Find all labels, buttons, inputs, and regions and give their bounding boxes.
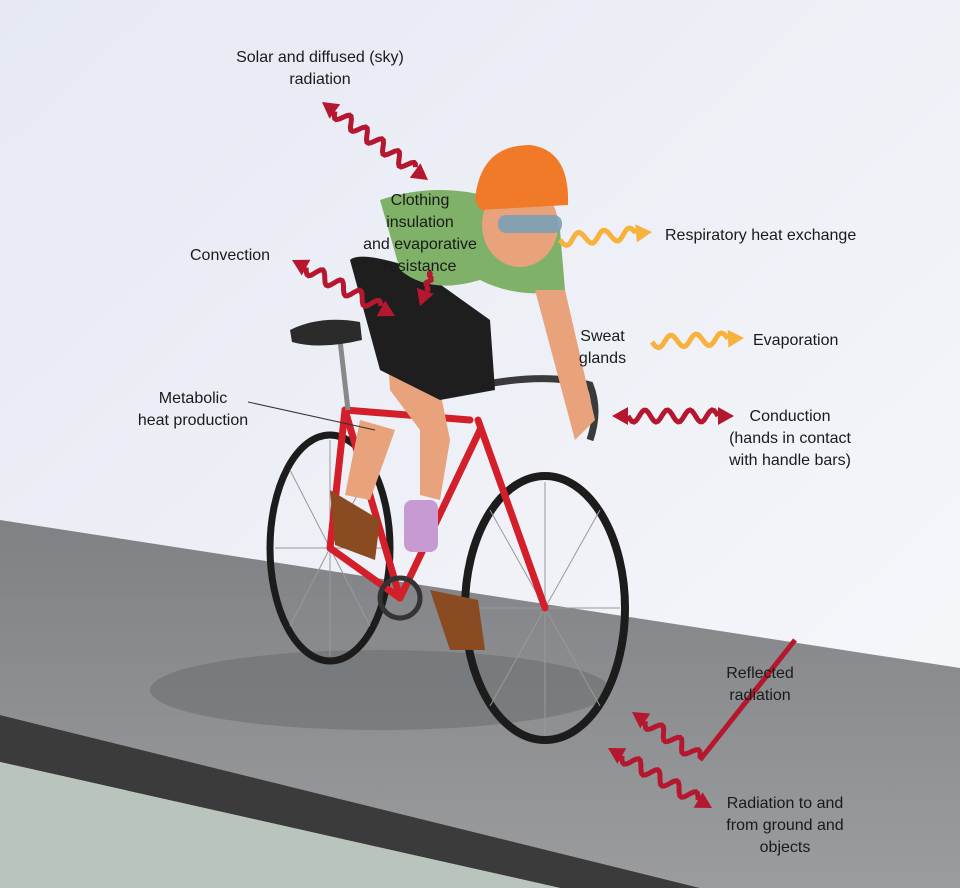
label-reflected-radiation: Reflected radiation [726, 665, 794, 704]
label-solar-radiation: Solar and diffused (sky) radiation [236, 49, 404, 88]
water-bottle [404, 500, 438, 552]
ground-radiation-arrow [608, 748, 712, 808]
arrowhead-icon [608, 748, 627, 764]
convection-arrow [292, 259, 395, 317]
arrowhead-icon [322, 102, 341, 119]
arrowhead-icon [693, 792, 712, 808]
arrowhead-icon [416, 287, 434, 306]
label-sweat-glands: Sweat glands [578, 328, 627, 367]
label-ground-radiation: Radiation to and from ground and objects [726, 795, 844, 856]
chainring [377, 575, 423, 621]
arrowhead-icon [632, 712, 651, 729]
arrowhead-icon [292, 259, 311, 276]
ground [0, 762, 560, 888]
bike-frame [326, 406, 549, 612]
label-respiratory: Respiratory heat exchange [665, 227, 857, 244]
conduction-arrow [612, 407, 734, 425]
label-convection: Convection [190, 247, 271, 264]
label-conduction: Conduction (hands in contact with handle… [729, 408, 851, 469]
rear-wheel [266, 431, 394, 665]
arrowhead-icon [612, 407, 628, 425]
arrowhead-icon [409, 163, 428, 180]
label-metabolic: Metabolic heat production [137, 390, 249, 429]
label-clothing-insulation: Clothing insulation and evaporative resi… [363, 192, 477, 275]
cyclist [330, 145, 595, 650]
evaporation-arrow [650, 329, 744, 351]
respiratory-arrow [558, 224, 652, 249]
metabolic-pointer-line [247, 401, 376, 431]
reflected-incoming-line [698, 638, 797, 762]
helmet [475, 145, 569, 210]
arrowhead-icon [376, 300, 395, 317]
clothing-arrow [416, 269, 434, 306]
arrowhead-icon [727, 329, 744, 348]
solar-radiation-arrow [322, 102, 428, 180]
road-curb [0, 715, 700, 888]
arrowhead-icon [635, 224, 652, 243]
reflected-radiation-arrow [632, 712, 703, 759]
arrowhead-icon [718, 407, 734, 425]
shadow [150, 650, 610, 730]
label-evaporation: Evaporation [753, 332, 839, 349]
glasses [498, 215, 562, 233]
saddle [290, 319, 362, 346]
